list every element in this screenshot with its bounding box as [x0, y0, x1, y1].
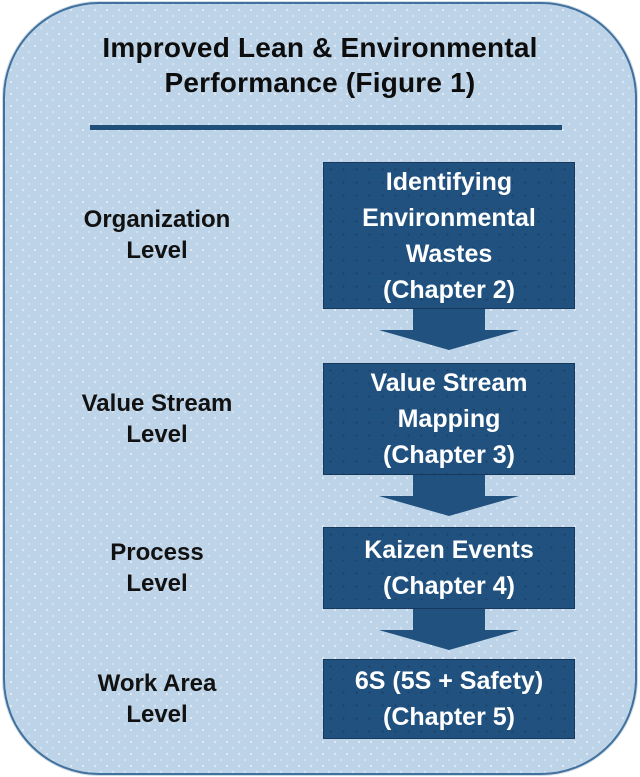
down-arrow-stem [413, 609, 485, 630]
down-arrow-head-icon [379, 630, 519, 650]
down-arrow-stem [413, 475, 485, 496]
figure-title: Improved Lean & Environmental Performanc… [102, 32, 538, 98]
down-arrow [379, 309, 519, 350]
level-label-organization: Organization Level [83, 206, 231, 264]
level-label-process: Process Level [110, 539, 204, 597]
figure-panel: Improved Lean & Environmental Performanc… [3, 2, 637, 775]
down-arrow [379, 609, 519, 650]
down-arrow-head-icon [379, 496, 519, 516]
down-arrow-stem [413, 309, 485, 330]
flow-box-identifying-environmental-wastes: Identifying Environmental Wastes (Chapte… [323, 162, 575, 309]
flow-box-value-stream-mapping: Value Stream Mapping (Chapter 3) [323, 363, 575, 475]
title-divider [90, 125, 562, 130]
down-arrow [379, 475, 519, 516]
flow-box-6s-safety: 6S (5S + Safety) (Chapter 5) [323, 659, 575, 739]
level-label-value-stream: Value Stream Level [81, 390, 233, 448]
level-label-work-area: Work Area Level [97, 670, 217, 728]
flow-box-kaizen-events: Kaizen Events (Chapter 4) [323, 527, 575, 609]
down-arrow-head-icon [379, 330, 519, 350]
